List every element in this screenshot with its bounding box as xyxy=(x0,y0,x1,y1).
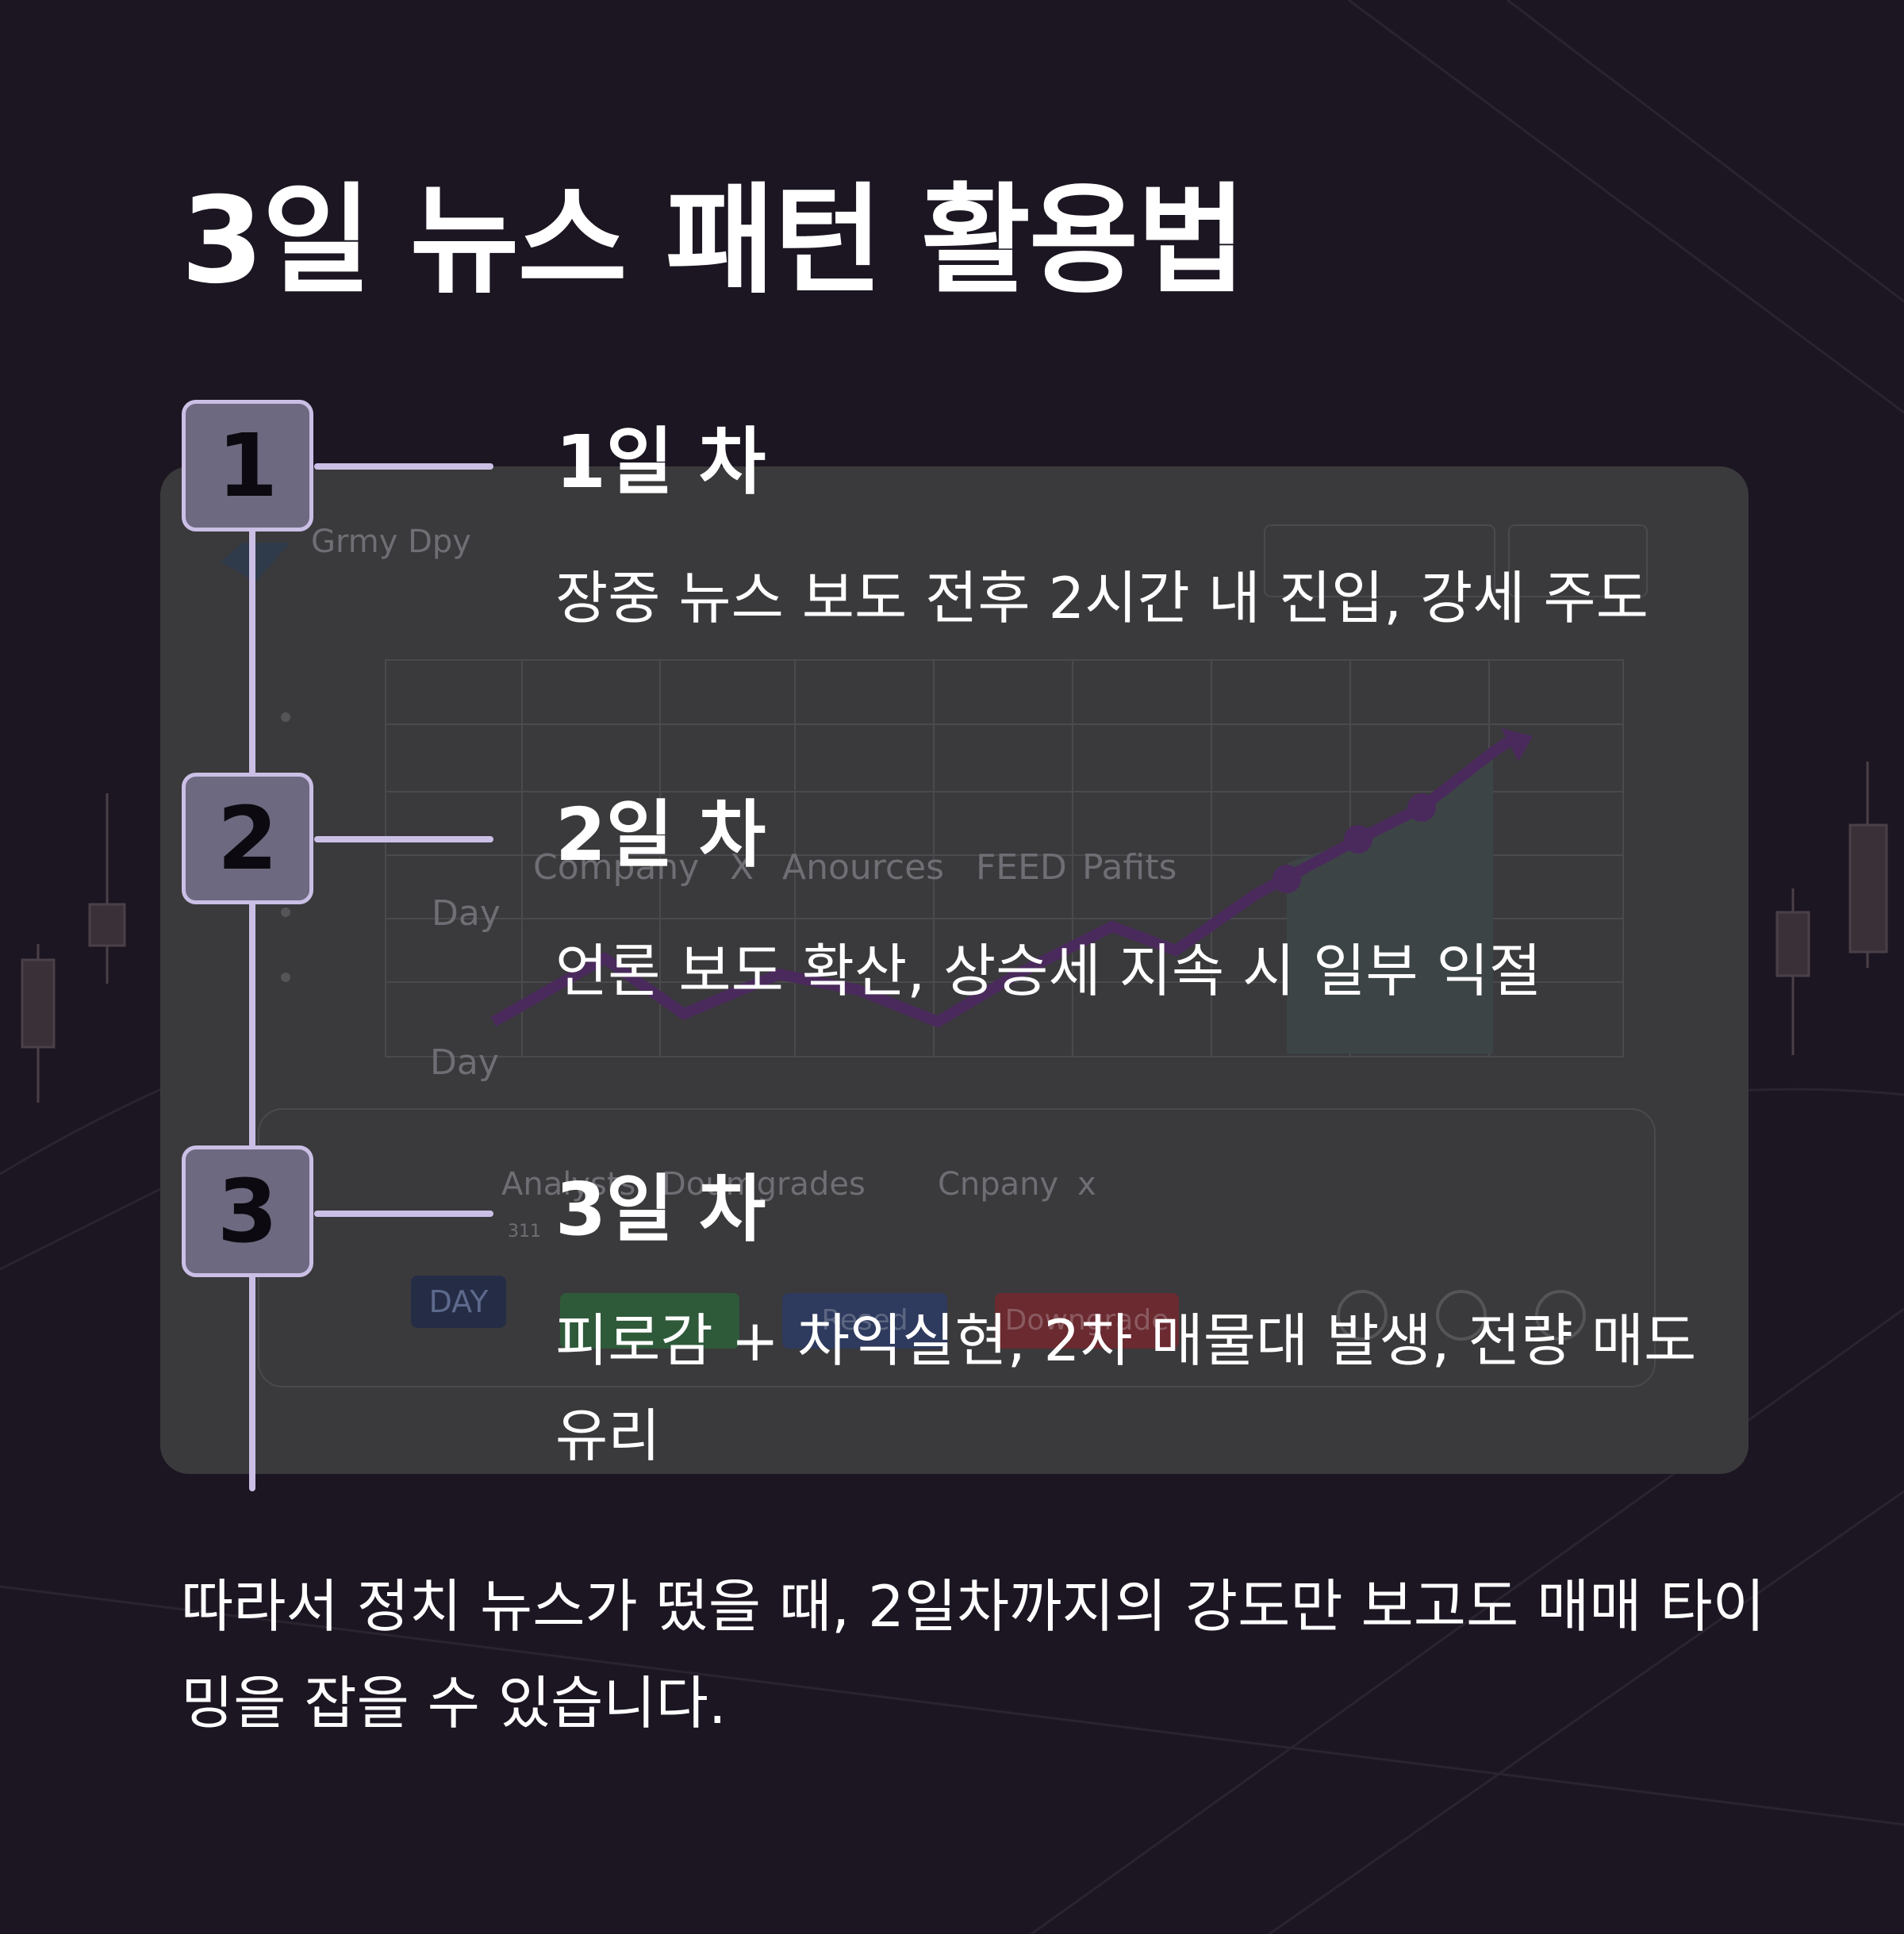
step-number-1: 1 xyxy=(182,400,313,531)
timeline-rail xyxy=(249,476,255,1491)
background-pill-green xyxy=(560,1293,739,1349)
step-description-3: 피로감 + 차익실현, 2차 매물대 발생, 전량 매도 유리 xyxy=(555,1307,1697,1469)
step-description-2: 언론 보도 확산, 상승세 지속 시 일부 익절 xyxy=(555,938,1541,1004)
background-news-2: Doumgrades xyxy=(662,1166,866,1203)
background-day-label-2: Day xyxy=(430,1042,499,1083)
background-headline-2: X xyxy=(730,847,754,888)
step-title-1: 1일 차 xyxy=(555,420,766,505)
page-title: 3일 뉴스 패턴 활용법 xyxy=(181,172,1246,310)
footer-text: 따라서 정치 뉴스가 떴을 때, 2일차까지의 강도만 보고도 매매 타이밍을 … xyxy=(181,1573,1765,1736)
step-connector-3 xyxy=(314,1211,493,1217)
background-headline-4: FEED xyxy=(976,847,1067,888)
step-title-2: 2일 차 xyxy=(555,792,766,877)
step-title-3: 3일 차 xyxy=(555,1167,766,1252)
background-headline-5: Pafits xyxy=(1082,847,1177,888)
step-number-3: 3 xyxy=(182,1145,313,1277)
background-day-label: Day xyxy=(432,893,501,934)
step-connector-2 xyxy=(314,836,493,842)
step-number-2: 2 xyxy=(182,773,313,904)
background-headline-3: Anources xyxy=(782,847,945,888)
background-headline-1: Company xyxy=(533,847,700,888)
step-description-1: 장중 뉴스 보도 전후 2시간 내 진입, 강세 주도 xyxy=(555,565,1649,631)
step-connector-1 xyxy=(314,463,493,470)
background-news-3: Cnpany xyxy=(938,1166,1059,1203)
background-pill-blue: Resed xyxy=(782,1293,947,1349)
background-brand: Grmy Dpy xyxy=(311,524,471,560)
background-day-badge: DAY xyxy=(411,1276,506,1328)
background-pill-red: Downgrade xyxy=(995,1293,1179,1349)
background-news-4: x xyxy=(1077,1166,1096,1203)
background-small-badge: 311 xyxy=(508,1222,541,1241)
background-screenshot-card: Grmy Dpy Company X Anources FEED Pafits … xyxy=(160,466,1749,1474)
background-news-1: Analysts xyxy=(501,1166,636,1203)
